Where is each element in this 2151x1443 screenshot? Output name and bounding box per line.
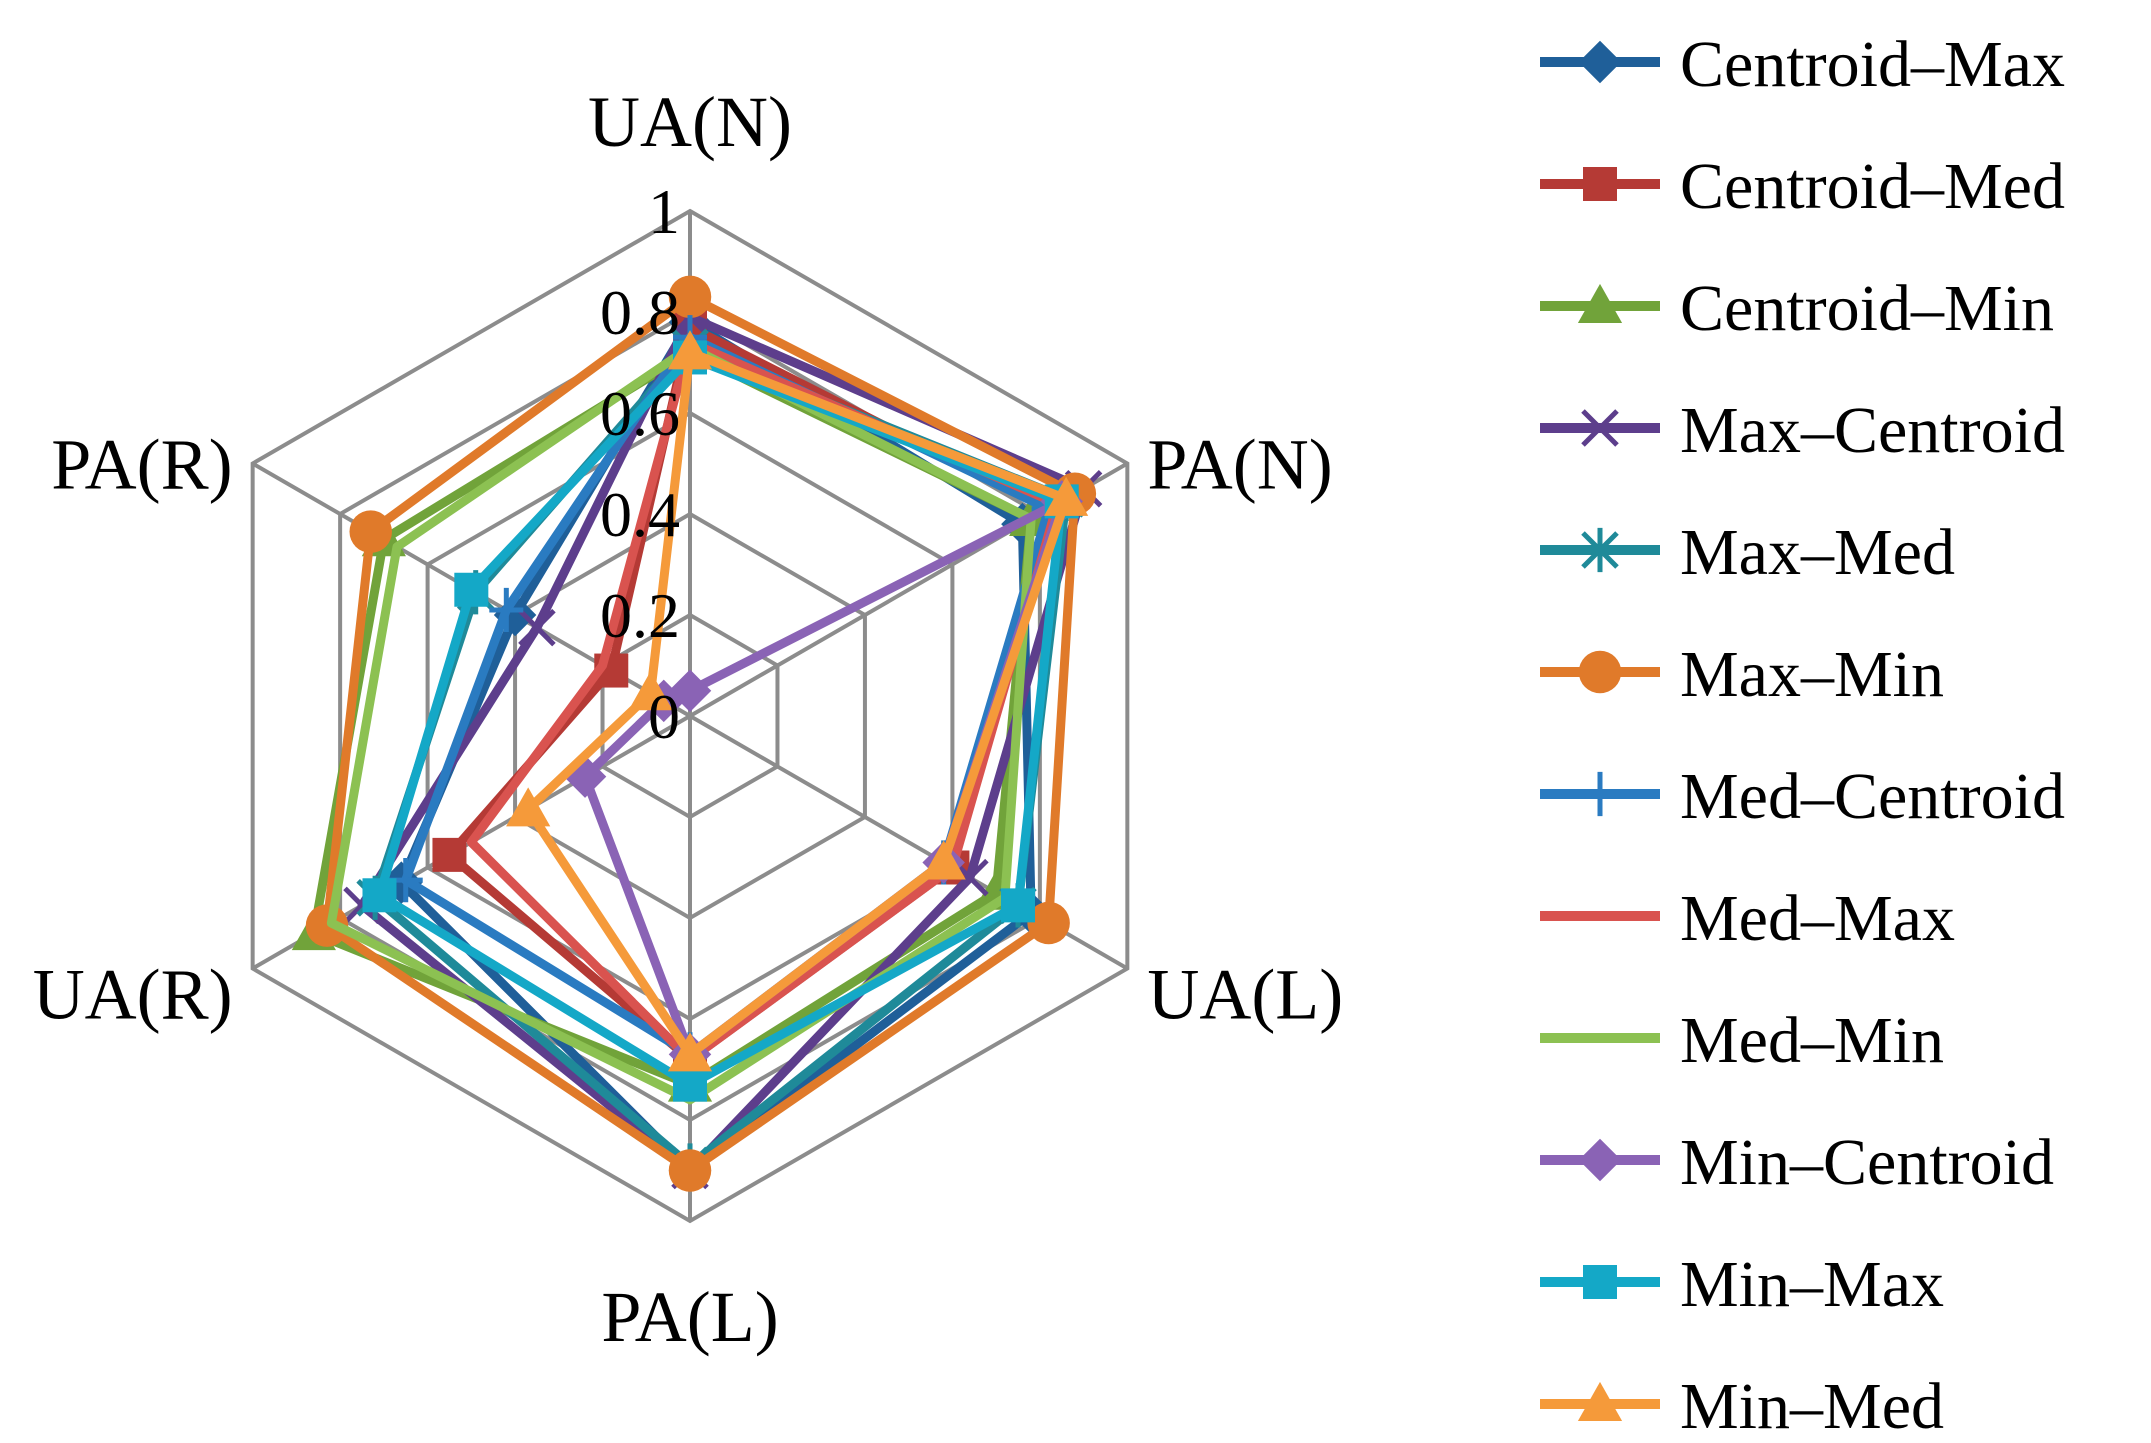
legend-marker-0 bbox=[1578, 40, 1622, 84]
axis-label-3: PA(L) bbox=[601, 1277, 778, 1357]
data-point-10-3 bbox=[673, 1067, 707, 1102]
legend-item-9: Min–Centroid bbox=[1540, 1126, 2054, 1199]
radial-tick-labels: 0 0.2 0.4 0.6 0.8 1 bbox=[600, 176, 680, 752]
data-point-5-0 bbox=[668, 275, 712, 319]
legend-label-9: Min–Centroid bbox=[1680, 1126, 2054, 1199]
axis-label-1: PA(N) bbox=[1147, 425, 1332, 505]
legend-label-0: Centroid–Max bbox=[1680, 28, 2065, 101]
data-point-1-4 bbox=[432, 837, 467, 872]
data-point-5-2 bbox=[1027, 901, 1070, 945]
axis-labels: UA(N) PA(N) UA(L) PA(L) UA(R) PA(R) bbox=[33, 82, 1344, 1357]
axis-label-4: UA(R) bbox=[33, 955, 233, 1035]
legend-label-7: Med–Max bbox=[1680, 882, 1955, 955]
data-point-11-2 bbox=[921, 840, 966, 880]
legend: Centroid–MaxCentroid–MedCentroid–MinMax–… bbox=[1540, 28, 2065, 1443]
legend-label-6: Med–Centroid bbox=[1680, 760, 2065, 833]
legend-marker-1 bbox=[1583, 167, 1617, 201]
series-11 bbox=[506, 330, 1089, 1072]
legend-marker-6 bbox=[1583, 771, 1617, 817]
legend-marker-2 bbox=[1577, 283, 1623, 323]
data-point-10-5 bbox=[454, 572, 489, 607]
legend-item-11: Min–Med bbox=[1540, 1370, 1944, 1443]
legend-label-11: Min–Med bbox=[1680, 1370, 1944, 1443]
data-point-5-3 bbox=[668, 1149, 712, 1192]
legend-label-1: Centroid–Med bbox=[1680, 150, 2065, 223]
series-line-5 bbox=[322, 292, 1080, 1175]
data-point-11-4 bbox=[506, 787, 551, 827]
tick-label-4: 0.8 bbox=[600, 277, 680, 348]
legend-marker-10 bbox=[1583, 1265, 1617, 1299]
legend-marker-3 bbox=[1581, 409, 1619, 447]
data-point-11-1 bbox=[1044, 476, 1089, 516]
tick-label-1: 0.2 bbox=[600, 580, 680, 651]
radar-series bbox=[291, 275, 1103, 1192]
legend-marker-11 bbox=[1577, 1381, 1623, 1421]
legend-label-3: Max–Centroid bbox=[1680, 394, 2065, 467]
legend-item-6: Med–Centroid bbox=[1540, 760, 2065, 833]
data-point-5-4 bbox=[305, 904, 349, 947]
tick-label-3: 0.6 bbox=[600, 378, 680, 449]
legend-label-10: Min–Max bbox=[1680, 1248, 1944, 1321]
data-point-3-5 bbox=[518, 608, 556, 647]
tick-label-2: 0.4 bbox=[600, 479, 680, 550]
data-point-5-5 bbox=[349, 510, 392, 553]
legend-marker-5 bbox=[1578, 650, 1622, 694]
legend-item-1: Centroid–Med bbox=[1540, 150, 2065, 223]
legend-marker-9 bbox=[1578, 1138, 1622, 1182]
data-point-11-3 bbox=[667, 1032, 713, 1072]
legend-marker-4 bbox=[1581, 527, 1619, 573]
tick-label-5: 1 bbox=[648, 176, 680, 247]
legend-item-0: Centroid–Max bbox=[1540, 28, 2065, 101]
data-point-10-2 bbox=[1001, 888, 1036, 923]
legend-item-10: Min–Max bbox=[1540, 1248, 1944, 1321]
axis-label-5: PA(R) bbox=[51, 425, 232, 505]
axis-label-2: UA(L) bbox=[1147, 955, 1343, 1035]
legend-label-8: Med–Min bbox=[1680, 1004, 1944, 1077]
data-point-11-0 bbox=[667, 330, 713, 370]
legend-item-3: Max–Centroid bbox=[1540, 394, 2065, 467]
axis-label-0: UA(N) bbox=[588, 82, 792, 162]
legend-label-4: Max–Med bbox=[1680, 516, 1955, 589]
legend-item-5: Max–Min bbox=[1540, 638, 1944, 711]
legend-item-8: Med–Min bbox=[1540, 1004, 1944, 1077]
tick-label-0: 0 bbox=[648, 681, 680, 752]
data-point-10-4 bbox=[362, 878, 397, 913]
legend-item-2: Centroid–Min bbox=[1540, 272, 2054, 345]
data-point-6-5 bbox=[489, 587, 524, 633]
data-point-11-5 bbox=[628, 671, 673, 711]
legend-label-2: Centroid–Min bbox=[1680, 272, 2054, 345]
legend-item-7: Med–Max bbox=[1540, 882, 1955, 955]
legend-label-5: Max–Min bbox=[1680, 638, 1944, 711]
legend-item-4: Max–Med bbox=[1540, 516, 1955, 589]
